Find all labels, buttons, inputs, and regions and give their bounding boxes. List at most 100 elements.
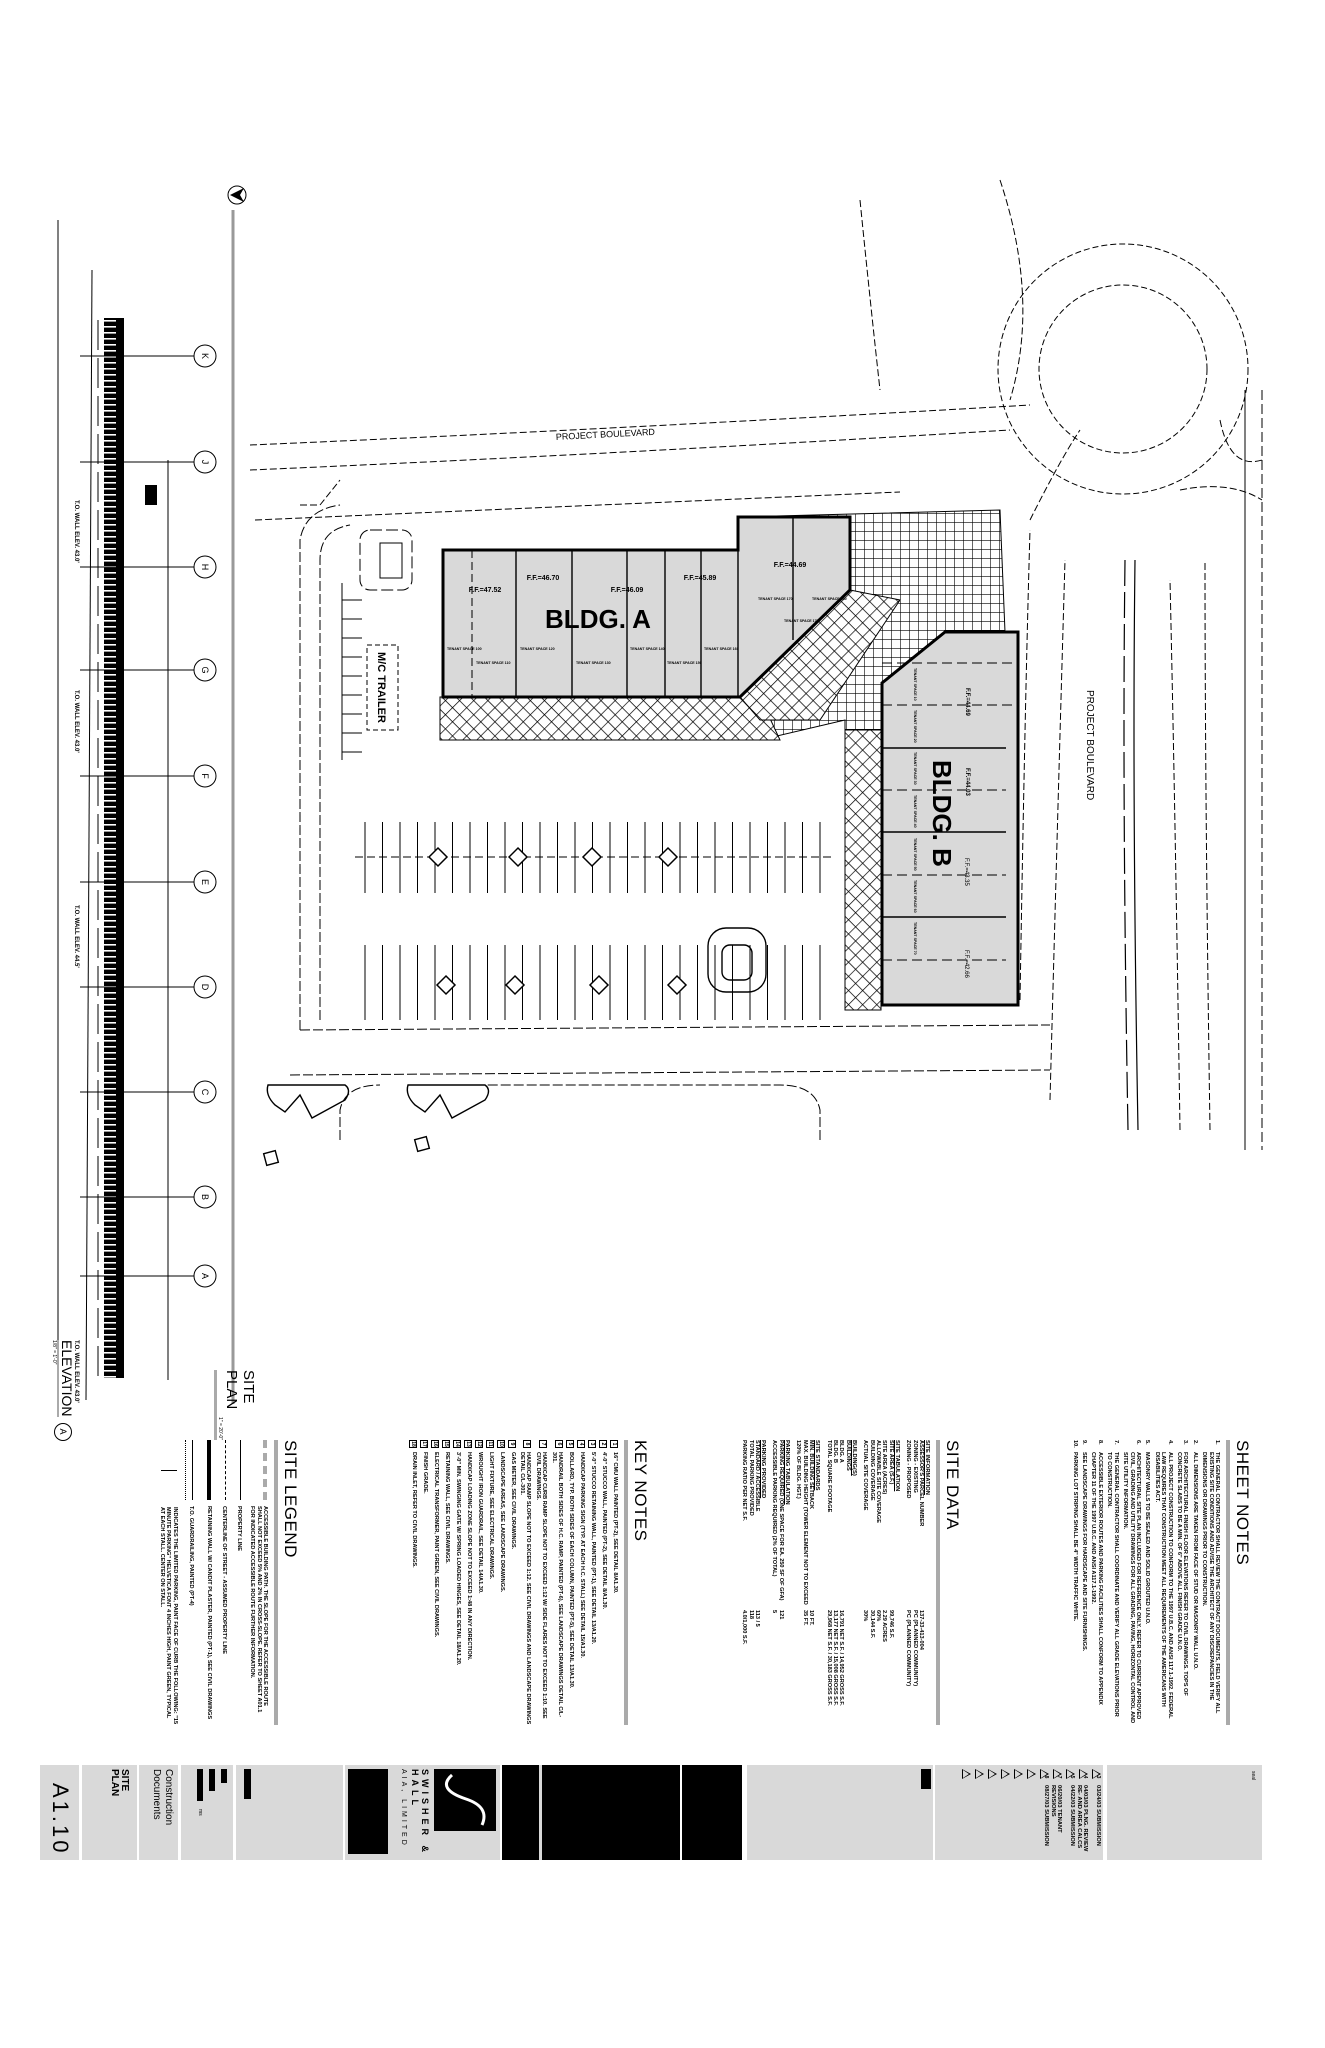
elevation-bubble: A <box>54 1422 72 1441</box>
finish-floor-label: F.F.=47.52 <box>469 587 502 594</box>
key-note-number: 18 <box>408 1440 417 1448</box>
revision-delta-icon <box>975 1769 984 1779</box>
site-data-heading: BUILDING(S) <box>850 1440 857 1476</box>
road-label-right: PROJECT BOULEVARD <box>1084 690 1095 800</box>
sheet-note-text: ACCESSIBLE EXTERIOR ROUTES AND PARKING F… <box>1090 1452 1103 1705</box>
sheet-note: 3.FOR ARCHITECTURAL FINISH FLOOR ELEVATI… <box>1176 1440 1189 1725</box>
site-data-value: 5 <box>771 1610 778 1614</box>
grid-bubble <box>193 344 217 368</box>
site-data-heading: PARKING TABULATION <box>783 1440 790 1505</box>
sheet-note-text: PARKING LOT STRIPING SHALL BE 4" WIDTH T… <box>1071 1452 1078 1622</box>
revision-delta-icon <box>1014 1769 1023 1779</box>
site-data-value: 10 FT. <box>808 1610 815 1626</box>
site-data-row: MAX. BUILDING HEIGHT (TOWER ELEMENT NOT … <box>795 1440 807 1725</box>
firm-logo <box>434 1769 496 1831</box>
grid-bubble-letter: H <box>200 564 210 571</box>
light-pole-icon <box>427 846 449 868</box>
firm-cell: SWISHER & HALL AIA, LIMITED <box>345 1765 500 1860</box>
site-data-row: SITE AREA (S.F.)99,746 S.F. <box>887 1440 894 1725</box>
sheet-note-number: 3. <box>1182 1440 1189 1445</box>
key-note-number: 12 <box>474 1440 483 1448</box>
sheet-notes-list: 1.THE GENERAL CONTRACTOR SHALL REVIEW TH… <box>1071 1440 1220 1725</box>
key-note-number: 7 <box>539 1440 548 1448</box>
road-label-top: PROJECT BOULEVARD <box>556 427 656 442</box>
key-note-text: GAS METER, SEE CIVIL DRAWINGS. <box>509 1452 516 1550</box>
legend-symbol <box>233 1440 241 1500</box>
light-pole-icon <box>504 974 526 996</box>
legend-text: RETAINING WALL W/ CANDIT PLASTER, PAINTE… <box>205 1506 212 1720</box>
site-data-title: SITE DATA <box>936 1440 962 1725</box>
sheet-note-text: SEE LANDSCAPE DRAWINGS FOR HARDSCAPE AND… <box>1081 1452 1088 1652</box>
key-note-number: 6 <box>555 1440 563 1448</box>
sheet-note: 9.SEE LANDSCAPE DRAWINGS FOR HARDSCAPE A… <box>1081 1440 1087 1725</box>
key-note-text: HANDRAIL BOTH SIDES OF H.C. RAMP, PAINTE… <box>550 1452 563 1718</box>
site-data-heading: PARKING PROVIDED <box>760 1440 767 1499</box>
revision-text: 06/20/03 TENANT REVISIONS <box>1049 1785 1062 1833</box>
light-pole-icon <box>666 974 688 996</box>
legend-item: PROPERTY LINE <box>233 1440 242 1725</box>
sheet-note-number: 5. <box>1144 1440 1151 1445</box>
grid-bubble-letter: D <box>200 984 210 991</box>
key-note-text: DRAIN INLET, REFER TO CIVIL DRAWINGS. <box>410 1452 417 1568</box>
site-data-value: PC (PLANNED COMMUNITY) <box>911 1610 918 1687</box>
site-data-value: 113 / 5 <box>754 1610 761 1627</box>
site-data-row: SITE AREA (ACRES)2.29 ACRES <box>881 1440 887 1725</box>
legend-symbol <box>184 1440 193 1500</box>
key-note-text: HANDICAP CURB RAMP SLOPE NOT TO EXCEED 1… <box>534 1452 548 1719</box>
site-legend-list: ACCESSIBLE BUILDING PATH. THE SLOPE FOR … <box>159 1440 268 1725</box>
notes-panel: SHEET NOTES 1.THE GENERAL CONTRACTOR SHA… <box>40 1340 1262 1735</box>
grid-bubble <box>193 1080 217 1104</box>
trailer-label: M/C TRAILER <box>375 652 387 723</box>
tenant-space-label: TENANT SPACE 70 <box>913 922 917 955</box>
legend-text: ACCESSIBLE BUILDING PATH. THE SLOPE FOR … <box>249 1506 268 1713</box>
revision-row <box>958 1765 971 1860</box>
sheet-note-number: 6. <box>1134 1440 1141 1445</box>
site-data-value: 30,144 S.F. <box>868 1610 875 1639</box>
sheet-note-number: 7. <box>1112 1440 1119 1445</box>
grid-bubble <box>193 555 217 579</box>
sheet-note-text: ALL PROJECT CONSTRUCTION TO CONFORM TO T… <box>1153 1452 1173 1719</box>
finish-floor-label: F.F.=44.69 <box>774 562 807 569</box>
key-note-text: HANDICAP RAMP SLOPE NOT TO EXCEED 1:12. … <box>518 1452 532 1725</box>
empty-cell <box>236 1765 343 1860</box>
site-data-value: 118 <box>747 1610 754 1620</box>
elevation-note: T.O. WALL ELEV. 43.0' <box>73 500 79 563</box>
key-note-text: LIGHT FIXTURE, SEE ELECTRICAL DRAWINGS. <box>487 1452 494 1580</box>
key-note-text: HANDICAP LOADING ZONE SLOPE NOT TO EXCEE… <box>465 1452 472 1661</box>
revision-delta-icon <box>1001 1769 1010 1779</box>
bldg-a-label: BLDG. A <box>545 604 651 634</box>
site-data-value: 60% <box>874 1610 881 1622</box>
project-boulevard-road <box>249 179 1263 1131</box>
grid-bubble <box>193 658 217 682</box>
sheet-note: 1.THE GENERAL CONTRACTOR SHALL REVIEW TH… <box>1201 1440 1220 1725</box>
elevation-note: T.O. WALL ELEV. 43.0' <box>73 1340 79 1403</box>
revision-row <box>971 1765 984 1860</box>
drawn-by-cell: ms <box>181 1765 233 1860</box>
key-note-text: 4'-0" STUCCO WALL, PAINTED (PT-2), SEE D… <box>601 1452 607 1610</box>
key-note-text: BOLLARD, TYP. BOTH SIDES OF EACH COLUMN,… <box>568 1452 574 1689</box>
grid-bubble <box>193 870 217 894</box>
site-data-heading: SITE STANDARDS <box>814 1440 821 1491</box>
site-legend: SITE LEGEND ACCESSIBLE BUILDING PATH. TH… <box>152 1440 300 1725</box>
sheet-note: 8.ACCESSIBLE EXTERIOR ROUTES AND PARKING… <box>1090 1440 1103 1725</box>
light-pole-icon <box>657 846 679 868</box>
sheet-note-number: 10. <box>1071 1440 1078 1448</box>
sheet-note-number: 4. <box>1166 1440 1173 1445</box>
site-data-value: 29,968 NET S.F. / 30,183 GROSS S.F. <box>825 1610 832 1706</box>
tenant-space-label: TENANT SPACE 160 <box>704 647 739 651</box>
revision-text: 04/03/03 PLNG. REVIEW RE- AND AREA CALCS <box>1075 1785 1088 1852</box>
firm-suffix: AIA, LIMITED <box>400 1769 407 1848</box>
tenant-space-label: TENANT SPACE 150 <box>667 661 702 665</box>
tenant-space-label: TENANT SPACE 120 <box>520 647 555 651</box>
site-data-heading: SITE INFORMATION <box>924 1440 930 1495</box>
